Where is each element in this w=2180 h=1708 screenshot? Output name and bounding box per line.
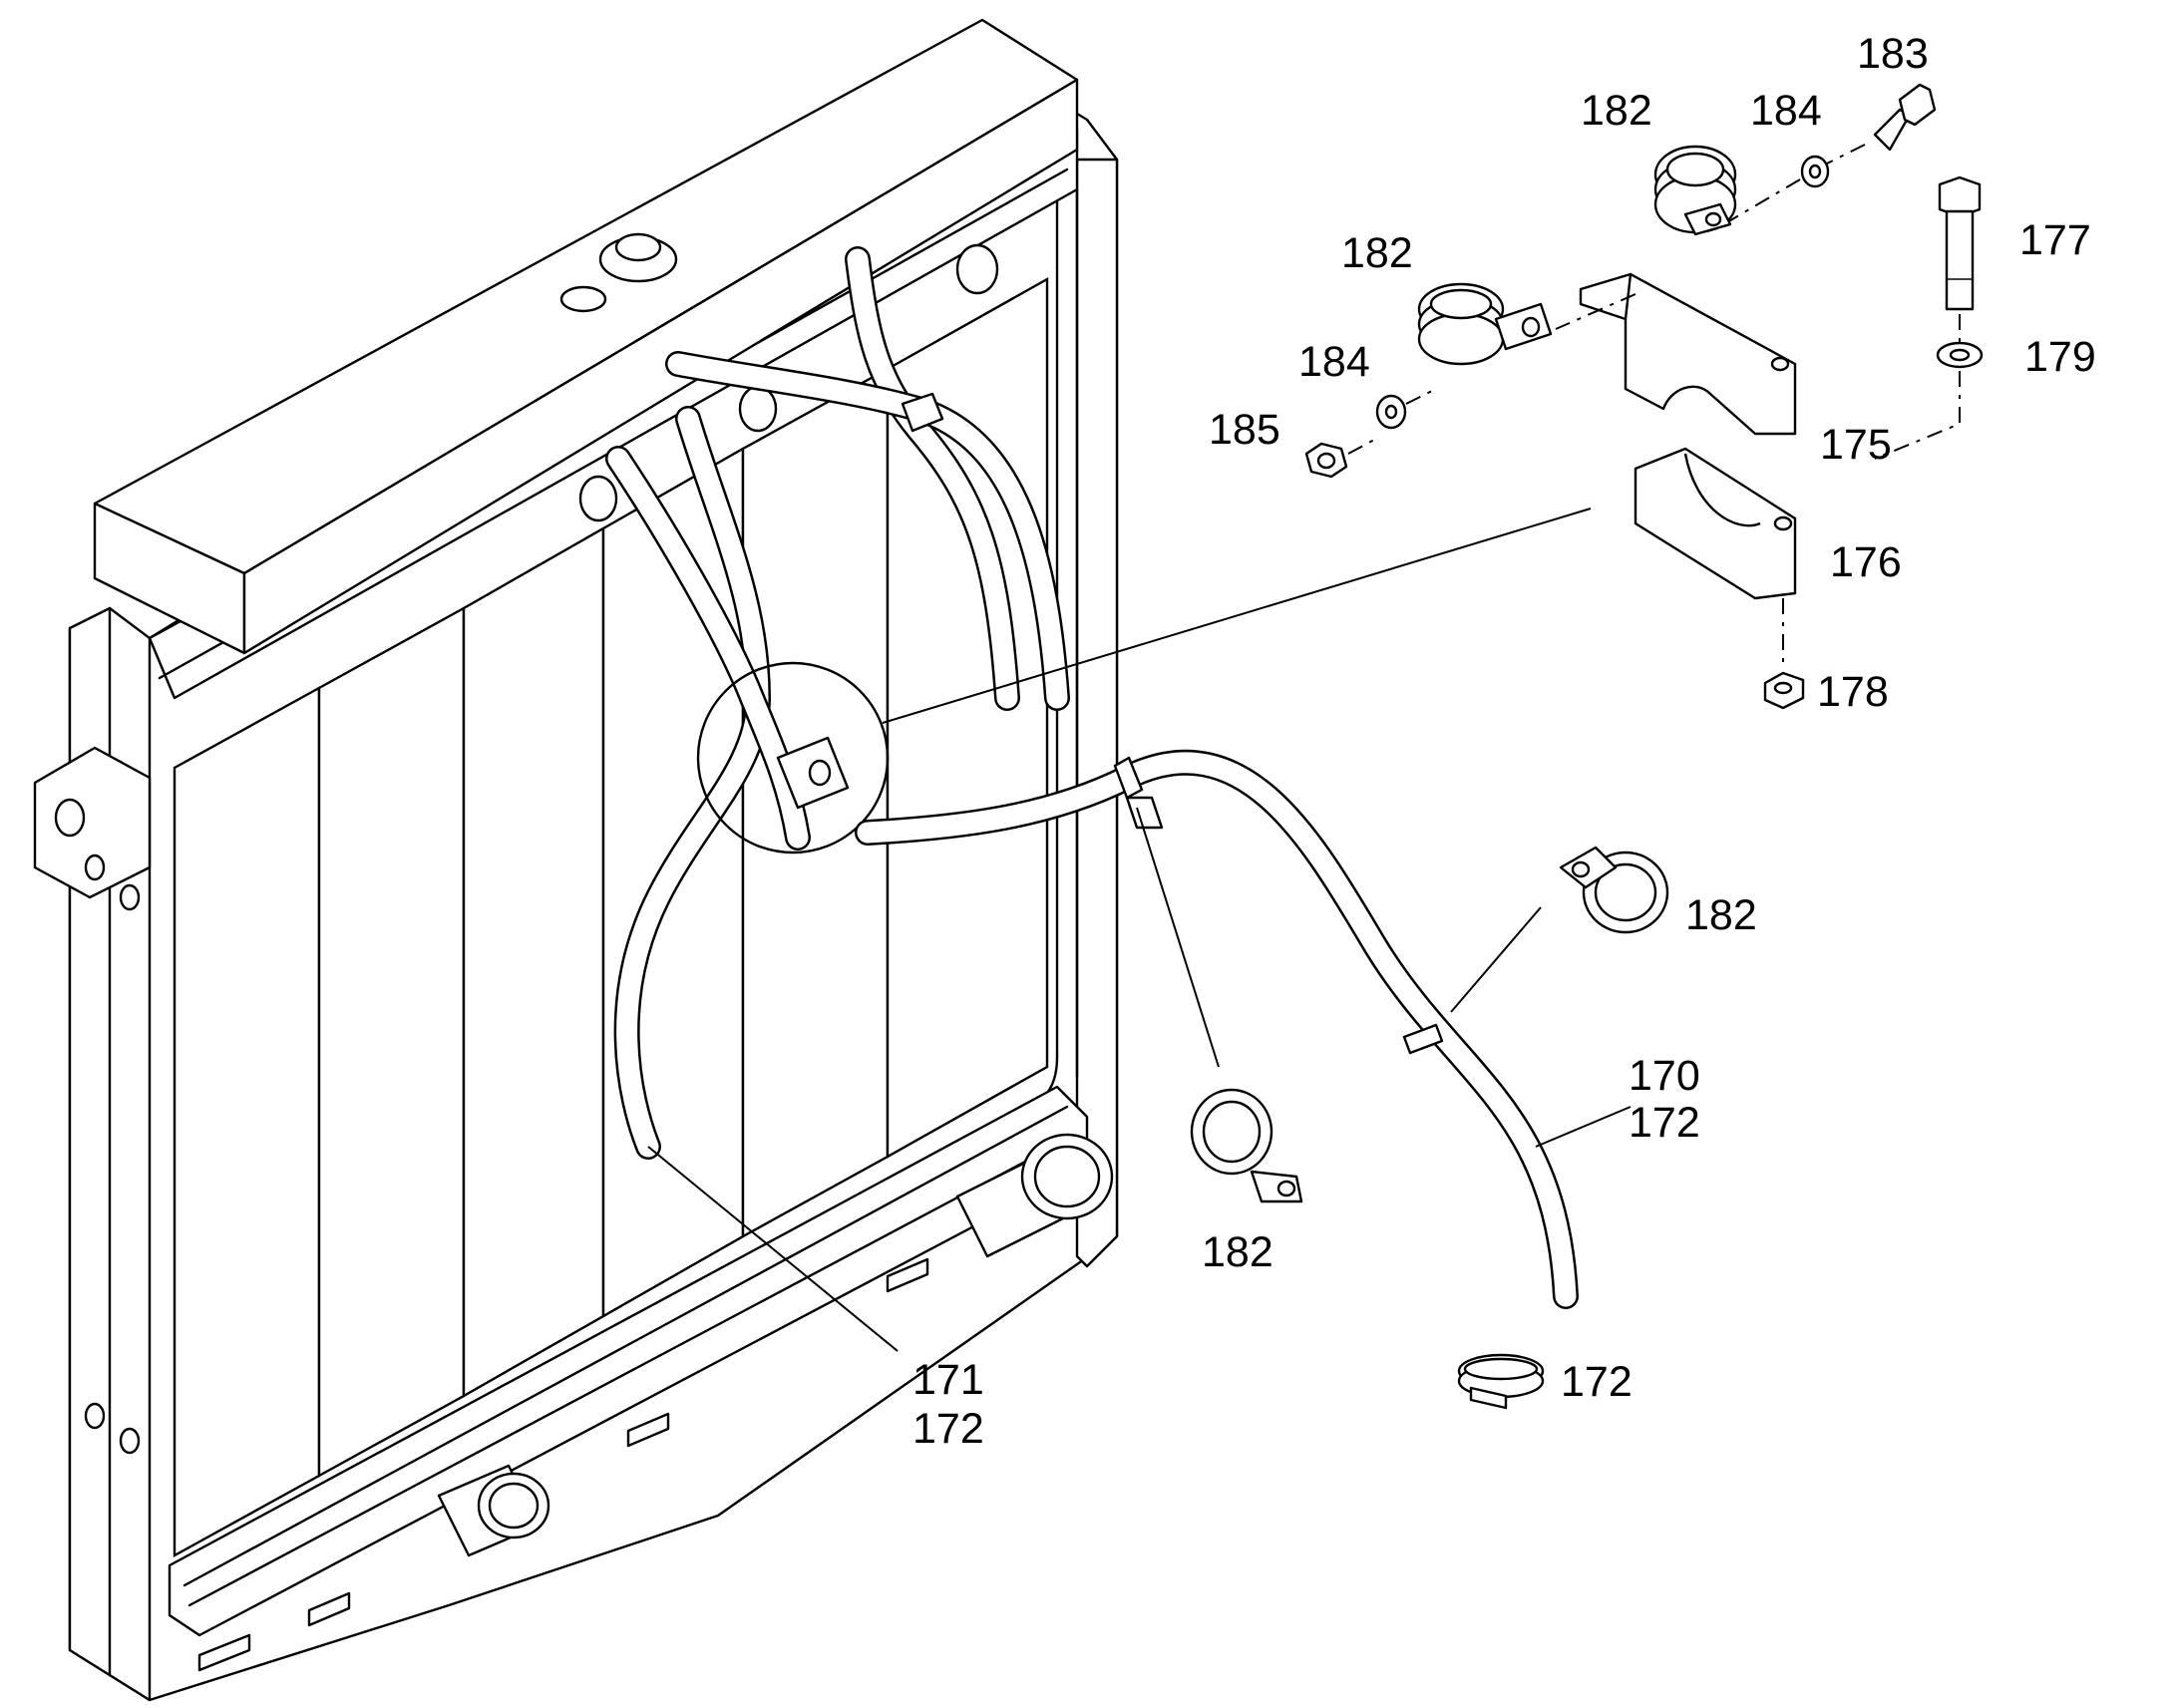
callout-184-top: 184	[1750, 87, 1822, 135]
callout-labels: 183 182 184 177 182 184 179 185 175 176 …	[912, 30, 2096, 1453]
callout-182-top: 182	[1581, 87, 1652, 135]
callout-184-mid: 184	[1298, 338, 1370, 386]
callout-177: 177	[2019, 216, 2091, 264]
top-port-1	[578, 475, 618, 522]
hose-clamp-170-b	[1402, 1023, 1444, 1055]
hose-clamp-170-a	[1113, 756, 1144, 800]
callout-185: 185	[1209, 406, 1280, 454]
p-clamp-182-right	[1450, 846, 1669, 1013]
bolt-177	[1938, 175, 1982, 344]
top-port-2	[738, 385, 778, 433]
filler-flange	[559, 285, 607, 313]
top-tank-side	[242, 78, 1079, 655]
p-clamp-182-mid	[1417, 282, 1553, 366]
hose-clamp-172	[1457, 1353, 1545, 1410]
hose-clamp-top	[901, 392, 944, 433]
p-clamp-182-bottom	[1136, 807, 1303, 1203]
hose-170	[855, 750, 1579, 1309]
core-panel-5	[741, 366, 890, 1239]
callout-171: 171	[912, 1356, 984, 1404]
exploded-parts	[647, 83, 1984, 1410]
callout-176: 176	[1830, 538, 1902, 586]
callout-175: 175	[1820, 421, 1892, 469]
core-panel-3	[462, 525, 605, 1399]
core-panel-2	[317, 605, 466, 1479]
callout-170: 170	[1629, 1052, 1700, 1100]
hose-bundle	[605, 246, 1070, 1160]
callout-182-right: 182	[1685, 891, 1757, 939]
core-panel-1	[173, 685, 321, 1558]
p-clamp-182-top	[1653, 145, 1737, 236]
callout-178: 178	[1817, 668, 1889, 716]
callout-182-bottom: 182	[1202, 1228, 1273, 1276]
detail-circle	[696, 661, 890, 854]
hose-bracket	[1125, 796, 1164, 830]
clamp-block-175	[1555, 272, 1797, 436]
callout-179: 179	[2024, 333, 2096, 381]
callout-172-b: 172	[1561, 1358, 1633, 1406]
top-port-3	[955, 243, 999, 295]
right-side-channel	[1075, 158, 1119, 1268]
callout-172-c: 172	[912, 1405, 984, 1453]
clamp-block-176	[1634, 447, 1797, 663]
left-mount-bracket	[33, 746, 152, 899]
callout-183: 183	[1857, 30, 1929, 78]
callout-182-mid: 182	[1341, 229, 1413, 277]
bolt-183	[1814, 83, 1937, 171]
callout-172-a: 172	[1629, 1099, 1700, 1147]
